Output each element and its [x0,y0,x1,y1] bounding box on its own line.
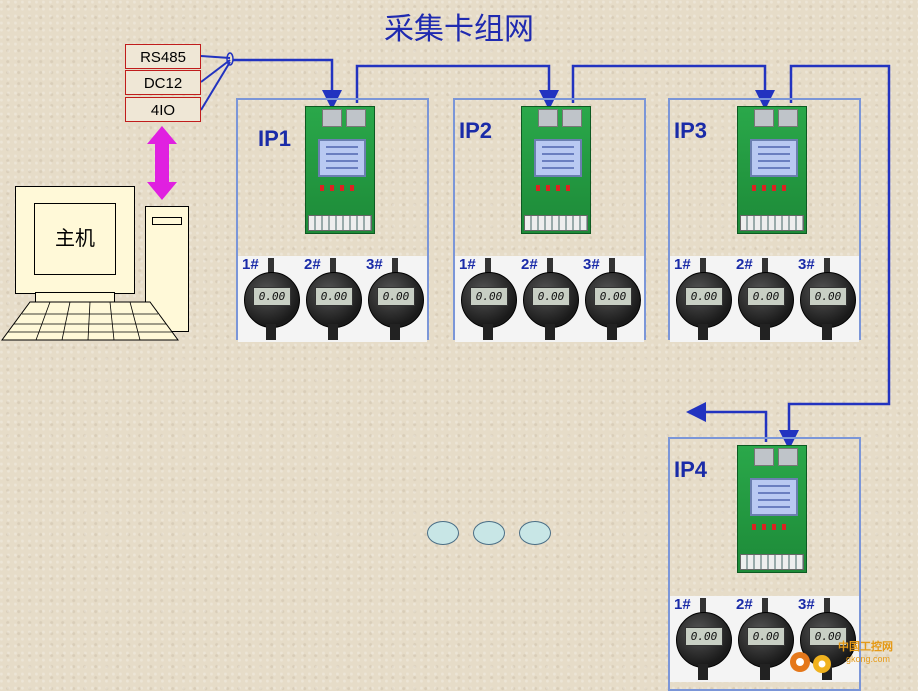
gauge-reading: 0.00 [470,287,508,306]
host-label: 主机 [34,203,116,275]
gauge-number: 3# [583,256,600,273]
panel-label: IP3 [674,118,708,143]
dial-gauge-1: 0.00 1# [672,256,734,342]
collector-panel-ip3: IP3 0.00 1# 0.00 2# 0.00 3# [668,98,861,342]
gear-logo-icon [790,652,831,673]
dial-gauge-2: 0.00 2# [519,256,581,342]
continuation-dot-1 [427,521,459,545]
collector-board [521,106,591,234]
dial-gauge-3: 0.00 3# [581,256,643,342]
gauge-strip: 0.00 1# 0.00 2# 0.00 3# [455,256,644,342]
gauge-reading: 0.00 [747,627,785,646]
collector-panel-ip1: IP1 0.00 1# 0.00 2# 0.00 3# [236,98,429,342]
gauge-number: 3# [798,256,815,273]
panel-label: IP1 [258,126,292,151]
panel-label: IP4 [674,457,708,482]
watermark-text: 中国工控网 [838,641,893,653]
dial-gauge-2: 0.00 2# [734,596,796,682]
gauge-number: 1# [242,256,259,273]
watermark-url: gkong.com [846,654,891,664]
host-keyboard [1,301,179,341]
gauge-reading: 0.00 [377,287,415,306]
gauge-number: 3# [798,596,815,613]
collector-panel-ip2: IP2 0.00 1# 0.00 2# 0.00 3# [453,98,646,342]
dial-gauge-2: 0.00 2# [302,256,364,342]
gauge-number: 2# [736,596,753,613]
collector-panel-ip4: IP4 0.00 1# 0.00 2# 0.00 3# [668,437,861,691]
gauge-number: 2# [736,256,753,273]
gauge-number: 2# [521,256,538,273]
gauge-reading: 0.00 [253,287,291,306]
dial-gauge-3: 0.00 3# [796,256,858,342]
continuation-dot-3 [519,521,551,545]
gauge-strip: 0.00 1# 0.00 2# 0.00 3# [670,256,859,342]
gauge-number: 2# [304,256,321,273]
collector-board [737,445,807,573]
gauge-reading: 0.00 [809,627,847,646]
collector-board [305,106,375,234]
port-dc12: DC12 [125,70,201,95]
gauge-reading: 0.00 [685,627,723,646]
port-4io: 4IO [125,97,201,122]
gauge-reading: 0.00 [315,287,353,306]
panel-label: IP2 [459,118,493,143]
gauge-reading: 0.00 [594,287,632,306]
dial-gauge-2: 0.00 2# [734,256,796,342]
wire-dc12 [200,59,231,83]
dial-gauge-1: 0.00 1# [457,256,519,342]
port-rs485: RS485 [125,44,201,69]
wire-4io [200,61,231,111]
gauge-reading: 0.00 [532,287,570,306]
gauge-number: 1# [459,256,476,273]
dial-gauge-1: 0.00 1# [240,256,302,342]
gauge-reading: 0.00 [685,287,723,306]
dial-gauge-1: 0.00 1# [672,596,734,682]
dial-gauge-3: 0.00 3# [364,256,426,342]
gauge-reading: 0.00 [809,287,847,306]
continuation-dot-2 [473,521,505,545]
gauge-number: 3# [366,256,383,273]
wire-rs485 [200,55,231,59]
collector-board [737,106,807,234]
diagram-title: 采集卡组网 [384,12,534,47]
host-monitor: 主机 [15,186,135,294]
gauge-number: 1# [674,256,691,273]
gauge-reading: 0.00 [747,287,785,306]
gauge-number: 1# [674,596,691,613]
gauge-strip: 0.00 1# 0.00 2# 0.00 3# [238,256,427,342]
host-link-arrow [147,126,177,200]
